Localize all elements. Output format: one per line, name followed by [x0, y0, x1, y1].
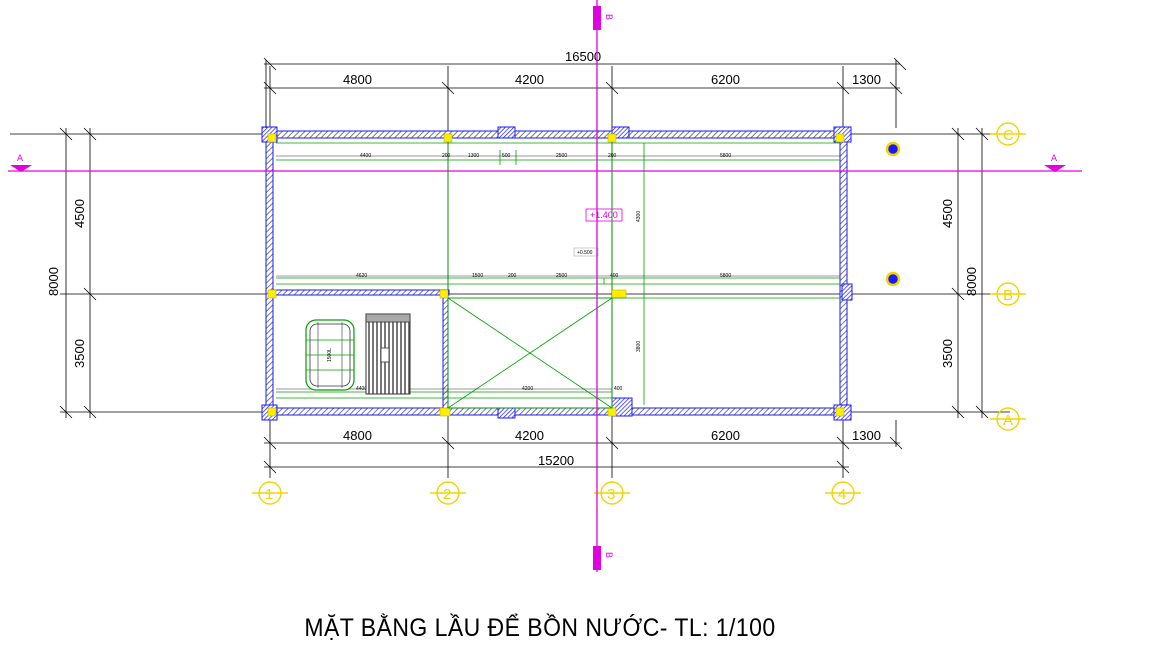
tank-label: 1500L: [327, 348, 333, 362]
dim-bottom-span: 4200: [515, 428, 544, 443]
small-tag: +0.500: [577, 250, 593, 256]
column: [835, 407, 845, 417]
column: [607, 407, 617, 417]
axis-label-1: 1: [265, 486, 273, 503]
inner-dim: 4200: [522, 386, 533, 392]
dimension-texts: 16500 4800 4200 6200 1300 4800 4200 6200…: [46, 49, 979, 468]
axis-label-a: A: [1003, 412, 1013, 429]
downpipes: [885, 141, 901, 287]
axis-label-c: C: [1003, 127, 1014, 144]
axis-label-4: 4: [838, 486, 846, 503]
section-b-label-top: B: [604, 14, 614, 20]
dimension-lines: [59, 57, 989, 474]
inner-dim: 1300: [468, 153, 479, 159]
inner-dim: 400: [614, 386, 623, 392]
column: [439, 407, 451, 417]
dim-top-overall: 16500: [565, 49, 601, 64]
axis-bubbles-numbers: [252, 481, 861, 505]
column: [443, 133, 453, 143]
level-tags: +1.400 +0.500: [573, 208, 623, 257]
floor-plan-drawing: 4400 200 1300 500 2500 200 5800 4620 150…: [8, 0, 1082, 572]
small-tag-box: [573, 247, 599, 257]
column: [835, 133, 845, 143]
column: [439, 289, 449, 299]
column-stub: [841, 283, 853, 301]
inner-dim: 4620: [356, 273, 367, 279]
inner-dim: 200: [608, 153, 617, 159]
inner-dim: 5800: [720, 153, 731, 159]
wall-left: [265, 130, 274, 416]
column-stub: [497, 126, 516, 139]
inner-dim: 2500: [556, 153, 567, 159]
dim-top-span: 6200: [711, 72, 740, 87]
dim-right-overall: 8000: [964, 267, 979, 296]
inner-dim: 4400: [360, 153, 371, 159]
dim-bottom-overall: 15200: [538, 453, 574, 468]
water-tank-round: 1500L: [305, 319, 355, 391]
axis-bubbles-letters: [990, 122, 1026, 431]
column: [611, 289, 627, 299]
dim-left-overall: 8000: [46, 267, 61, 296]
column: [607, 133, 617, 143]
wall-right: [839, 130, 848, 416]
inner-dim: 5800: [720, 273, 731, 279]
dim-left-span: 3500: [72, 339, 87, 368]
wall-interior-vertical: [442, 289, 449, 416]
section-b-label-bottom: B: [604, 552, 614, 558]
axis-bubble-labels-numbers: 1 2 3 4: [265, 486, 846, 503]
wall-bottom: [267, 407, 850, 416]
dim-top-span: 1300: [852, 72, 881, 87]
section-a-label-right: A: [1051, 153, 1057, 163]
level-tag: +1.400: [590, 210, 618, 220]
dim-bottom-span: 1300: [852, 428, 881, 443]
level-tag-box: [585, 208, 623, 222]
stair-void: [447, 297, 613, 409]
column: [267, 289, 277, 299]
section-line-a: A A: [8, 153, 1082, 172]
column-stub: [611, 126, 630, 139]
column-stub: [497, 407, 516, 419]
column: [267, 407, 277, 417]
dim-bottom-span: 4800: [343, 428, 372, 443]
wall-interior-horizontal: [272, 289, 450, 296]
dim-bottom-span: 6200: [711, 428, 740, 443]
dim-right-span: 4500: [940, 199, 955, 228]
water-tank-rectangular: [365, 313, 411, 395]
axis-label-2: 2: [443, 486, 451, 503]
columns: [267, 133, 845, 417]
inner-dim: 400: [610, 273, 619, 279]
inner-dim: 3800: [636, 341, 642, 352]
inner-dim: 200: [508, 273, 517, 279]
dim-right-span: 3500: [940, 339, 955, 368]
dim-top-span: 4200: [515, 72, 544, 87]
inner-dim: 4300: [636, 211, 642, 222]
downpipe-icon: [885, 141, 901, 157]
inner-dim: 1500: [472, 273, 483, 279]
inner-dim: 200: [442, 153, 451, 159]
inner-dimensions: 4400 200 1300 500 2500 200 5800 4620 150…: [276, 153, 840, 392]
section-a-label-left: A: [17, 153, 23, 163]
column: [267, 133, 277, 143]
inner-dim: 2500: [556, 273, 567, 279]
section-line-b: B B: [593, 0, 614, 572]
dim-top-span: 4800: [343, 72, 372, 87]
dim-left-span: 4500: [72, 199, 87, 228]
inner-dim: 500: [502, 153, 511, 159]
downpipe-icon: [885, 271, 901, 287]
drawing-title: MẶT BẰNG LẦU ĐỂ BỒN NƯỚC- TL: 1/100: [304, 614, 776, 642]
axis-label-3: 3: [607, 486, 615, 503]
axis-bubble-labels-letters: C B A: [1003, 127, 1014, 429]
wall-top: [267, 130, 850, 139]
axis-label-b: B: [1003, 287, 1013, 304]
inner-dim: 4400: [356, 386, 367, 392]
